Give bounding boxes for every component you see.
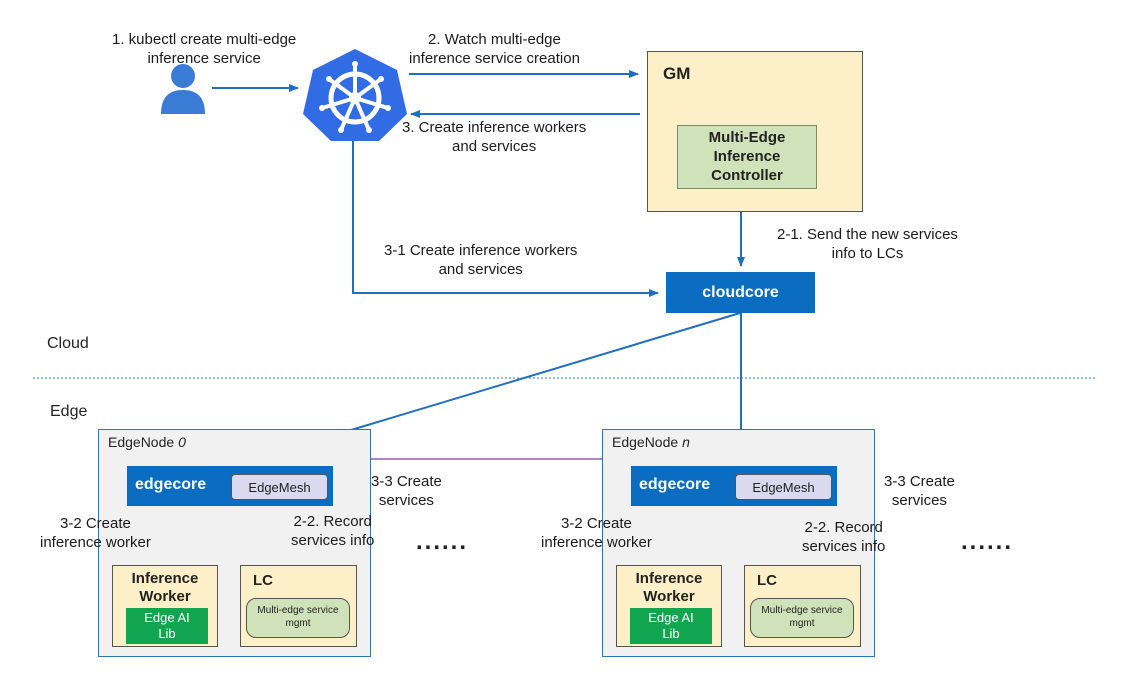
edgemesh-box: EdgeMesh xyxy=(231,474,328,500)
kubernetes-icon xyxy=(303,49,407,141)
edgecore-box: edgecore EdgeMesh xyxy=(127,466,333,506)
inference-worker-box: Inference Worker Edge AI Lib xyxy=(616,565,722,647)
edgecore-label: edgecore xyxy=(639,476,711,493)
step-1-label: 1. kubectl create multi-edge inference s… xyxy=(112,31,297,67)
inference-worker-label: Inference Worker xyxy=(635,570,703,605)
multi-edge-inference-controller: Multi-Edge Inference Controller xyxy=(677,125,817,189)
gm-box: GM Multi-Edge Inference Controller xyxy=(647,51,863,212)
node-0-record-info-label: 2-2. Record services info xyxy=(291,513,375,549)
node-0-create-worker-label: 3-2 Create inference worker xyxy=(40,515,151,551)
gm-title: GM xyxy=(663,64,691,83)
node-0-create-services-label: 3-3 Create services xyxy=(371,473,442,509)
lc-box: LC Multi-edge service mgmt xyxy=(240,565,357,647)
node-n-create-worker-label: 3-2 Create inference worker xyxy=(541,515,652,551)
edge-ai-lib: Edge AI Lib xyxy=(630,608,712,644)
edge-node-0: EdgeNode 0 edgecore EdgeMesh Inference W… xyxy=(98,429,371,657)
inference-worker-box: Inference Worker Edge AI Lib xyxy=(112,565,218,647)
node-n-create-services-label: 3-3 Create services xyxy=(884,473,955,509)
node-n-record-info-label: 2-2. Record services info xyxy=(802,519,886,555)
inference-worker-label: Inference Worker xyxy=(131,570,199,605)
cloudcore-box: cloudcore xyxy=(666,272,815,313)
ellipsis-1: ...... xyxy=(416,528,469,555)
lc-label: LC xyxy=(253,572,273,589)
edge-ai-lib: Edge AI Lib xyxy=(126,608,208,644)
lc-box: LC Multi-edge service mgmt xyxy=(744,565,861,647)
cloudcore-label: cloudcore xyxy=(702,283,779,301)
edge-node-title: EdgeNode 0 xyxy=(108,434,186,450)
step-3-1-label: 3-1 Create inference workers and service… xyxy=(384,242,578,278)
arrow-k8s-to-cloudcore xyxy=(352,140,659,297)
service-mgmt-box: Multi-edge service mgmt xyxy=(246,598,350,638)
cloud-zone-label: Cloud xyxy=(47,335,89,352)
step-2-1-label: 2-1. Send the new services info to LCs xyxy=(777,226,958,262)
edge-zone-label: Edge xyxy=(50,403,88,420)
user-icon xyxy=(161,64,205,114)
edge-node-n: EdgeNode n edgecore EdgeMesh Inference W… xyxy=(602,429,875,657)
lc-label: LC xyxy=(757,572,777,589)
ellipsis-2: ...... xyxy=(961,528,1014,555)
service-mgmt-box: Multi-edge service mgmt xyxy=(750,598,854,638)
edgecore-label: edgecore xyxy=(135,476,207,493)
edgecore-box: edgecore EdgeMesh xyxy=(631,466,837,506)
edge-node-title: EdgeNode n xyxy=(612,434,690,450)
step-2-label: 2. Watch multi-edge inference service cr… xyxy=(409,31,580,67)
step-3-label: 3. Create inference workers and services xyxy=(402,119,587,155)
edgemesh-box: EdgeMesh xyxy=(735,474,832,500)
